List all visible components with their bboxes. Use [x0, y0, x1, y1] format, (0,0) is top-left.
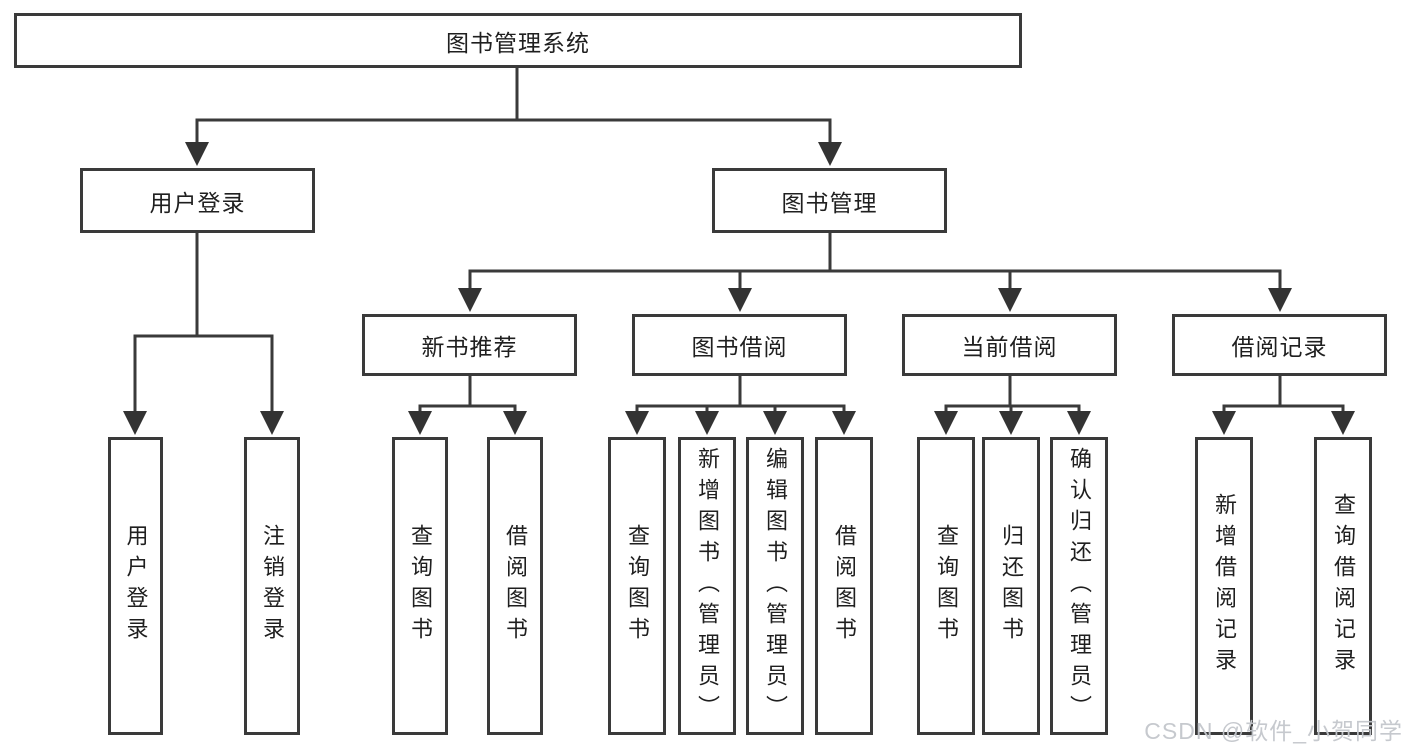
leaf-logout-label: 注销登录 [260, 524, 285, 648]
node-root: 图书管理系统 [14, 13, 1022, 68]
node-borrow-records-label: 借阅记录 [1231, 334, 1328, 360]
leaf-records-query-record: 查询借阅记录 [1314, 437, 1372, 735]
leaf-records-add-record-label: 新增借阅记录 [1212, 493, 1237, 679]
node-new-book-recommend: 新书推荐 [362, 314, 577, 376]
leaf-current-confirm-return-admin: 确认归还（管理员） [1050, 437, 1108, 735]
leaf-current-query-book: 查询图书 [917, 437, 975, 735]
node-user-login-label: 用户登录 [149, 189, 246, 216]
leaf-records-query-record-label: 查询借阅记录 [1331, 493, 1356, 679]
node-book-borrow: 图书借阅 [632, 314, 847, 376]
leaf-current-query-book-label: 查询图书 [934, 524, 959, 648]
node-root-label: 图书管理系统 [446, 29, 590, 56]
leaf-current-return-book-label: 归还图书 [999, 524, 1024, 648]
leaf-current-return-book: 归还图书 [982, 437, 1040, 735]
leaf-borrow-borrow-book: 借阅图书 [815, 437, 873, 735]
leaf-user-login-label: 用户登录 [123, 524, 149, 648]
node-book-management-label: 图书管理 [781, 189, 878, 216]
node-borrow-records: 借阅记录 [1172, 314, 1387, 376]
node-new-book-recommend-label: 新书推荐 [421, 334, 518, 360]
node-user-login: 用户登录 [80, 168, 315, 233]
leaf-records-add-record: 新增借阅记录 [1195, 437, 1253, 735]
leaf-rec-query-book-label: 查询图书 [408, 524, 433, 648]
leaf-borrow-add-book-admin-label: 新增图书（管理员） [695, 446, 720, 726]
leaf-rec-query-book: 查询图书 [392, 437, 448, 735]
watermark: CSDN @软件_小贺同学 [1144, 718, 1403, 744]
leaf-logout: 注销登录 [244, 437, 300, 735]
leaf-current-confirm-return-admin-label: 确认归还（管理员） [1067, 446, 1092, 726]
arrowhead-group [123, 142, 1355, 435]
leaf-borrow-edit-book-admin-label: 编辑图书（管理员） [763, 446, 788, 726]
leaf-borrow-query-book: 查询图书 [608, 437, 666, 735]
leaf-borrow-borrow-book-label: 借阅图书 [832, 524, 857, 648]
leaf-rec-borrow-book: 借阅图书 [487, 437, 543, 735]
leaf-borrow-edit-book-admin: 编辑图书（管理员） [746, 437, 804, 735]
node-book-borrow-label: 图书借阅 [691, 334, 788, 360]
leaf-borrow-add-book-admin: 新增图书（管理员） [678, 437, 736, 735]
leaf-user-login: 用户登录 [108, 437, 163, 735]
leaf-rec-borrow-book-label: 借阅图书 [503, 524, 528, 648]
leaf-borrow-query-book-label: 查询图书 [625, 524, 650, 648]
node-current-borrow: 当前借阅 [902, 314, 1117, 376]
node-book-management: 图书管理 [712, 168, 947, 233]
node-current-borrow-label: 当前借阅 [961, 334, 1058, 360]
